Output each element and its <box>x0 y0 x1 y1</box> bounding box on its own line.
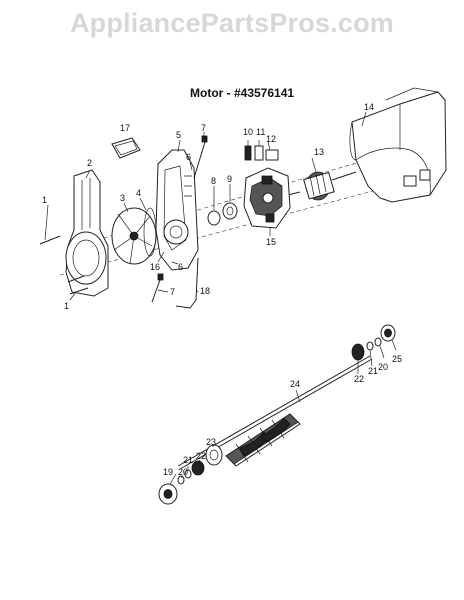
parts-8-9-bearings <box>207 202 238 226</box>
brush-roll-body <box>225 413 301 467</box>
callout-12: 12 <box>266 134 276 144</box>
part-5-fan-plate <box>155 149 199 271</box>
leader-lines-brush <box>169 339 397 485</box>
part-21-washer-right <box>366 341 374 351</box>
leader-lines-motor <box>44 111 367 301</box>
part-13-armature <box>283 171 357 201</box>
watermark: AppliancePartsPros.com <box>69 8 394 38</box>
part-22-bearing-right <box>351 343 365 361</box>
callout-17: 17 <box>120 123 130 133</box>
part-20-retainer-left <box>177 475 185 485</box>
callout-19: 19 <box>163 467 173 477</box>
callout-labels: 1 2 3 4 5 6 7 8 9 10 11 12 13 14 15 16 6… <box>42 102 402 477</box>
callout-24: 24 <box>290 379 300 389</box>
part-17-pad <box>111 137 141 159</box>
parts-10-11-12-brushes <box>244 140 279 161</box>
callout-20-left: 20 <box>178 467 188 477</box>
callout-1-bottom: 1 <box>64 301 69 311</box>
callout-15: 15 <box>266 237 276 247</box>
callout-10: 10 <box>243 127 253 137</box>
callout-14: 14 <box>364 102 374 112</box>
callout-13: 13 <box>314 147 324 157</box>
callout-4: 4 <box>136 188 141 198</box>
callout-21-left: 21 <box>183 455 193 465</box>
callout-22-right: 22 <box>354 374 364 384</box>
parts-6-7-screws <box>151 135 208 303</box>
part-1-screws <box>39 235 89 295</box>
callout-6-top: 6 <box>186 152 191 162</box>
part-4-belt <box>143 207 157 257</box>
callout-2: 2 <box>87 158 92 168</box>
callout-3: 3 <box>120 193 125 203</box>
callout-8: 8 <box>211 176 216 186</box>
part-19-end-cap-left <box>158 483 178 505</box>
part-18-wire <box>175 257 199 309</box>
part-15-motor-frame <box>243 167 291 229</box>
callout-11: 11 <box>256 127 265 137</box>
callout-16: 16 <box>150 262 160 272</box>
diagram-title: Motor - #43576141 <box>190 86 295 100</box>
part-22-bearing-left <box>191 460 205 476</box>
part-25-end-cap-right <box>380 324 396 342</box>
callout-18: 18 <box>200 286 210 296</box>
part-2-housing <box>65 169 109 297</box>
callout-22-left: 22 <box>196 451 206 461</box>
part-14-motor-cover <box>349 87 447 203</box>
callout-6-bottom: 6 <box>178 262 183 272</box>
callout-5: 5 <box>176 130 181 140</box>
part-23-brush-end <box>205 444 223 466</box>
callout-1-top: 1 <box>42 195 47 205</box>
callout-9: 9 <box>227 174 232 184</box>
callout-23: 23 <box>206 437 216 447</box>
callout-20-right: 20 <box>378 362 388 372</box>
callout-21-right: 21 <box>368 366 378 376</box>
part-20-retainer-right <box>374 337 382 347</box>
callout-25: 25 <box>392 354 402 364</box>
callout-7-top: 7 <box>201 123 206 133</box>
callout-7-bottom: 7 <box>170 287 175 297</box>
